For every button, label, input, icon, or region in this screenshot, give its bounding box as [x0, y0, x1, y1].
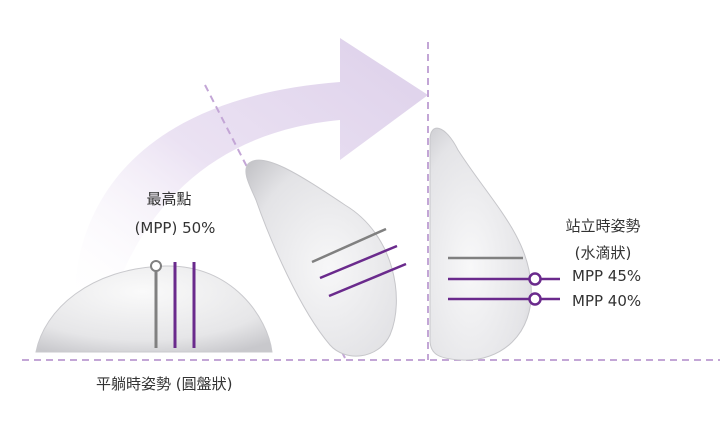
lying-posture-label: 平躺時姿勢 (圓盤狀) — [96, 375, 233, 393]
lying-mpp-dot — [150, 260, 162, 272]
transition-arrow — [74, 38, 428, 300]
standing-mpp45-dot — [528, 272, 542, 286]
lying-implant — [35, 260, 273, 353]
tilted-implant — [245, 159, 407, 357]
standing-implant — [429, 127, 560, 361]
standing-shape-label: (水滴狀) — [574, 244, 632, 262]
tilted-gray-line — [311, 227, 387, 264]
peak-title-label: 最高點 — [146, 190, 192, 208]
tilted-purple-line-1 — [319, 244, 398, 280]
standing-posture-label: 站立時姿勢 — [565, 217, 641, 235]
mpp-45-label: MPP 45% — [572, 267, 642, 285]
standing-mpp40-dot — [528, 292, 542, 306]
peak-value-label: (MPP) 50% — [134, 219, 216, 237]
mpp-40-label: MPP 40% — [572, 292, 642, 310]
tilted-purple-line-2 — [328, 262, 407, 298]
